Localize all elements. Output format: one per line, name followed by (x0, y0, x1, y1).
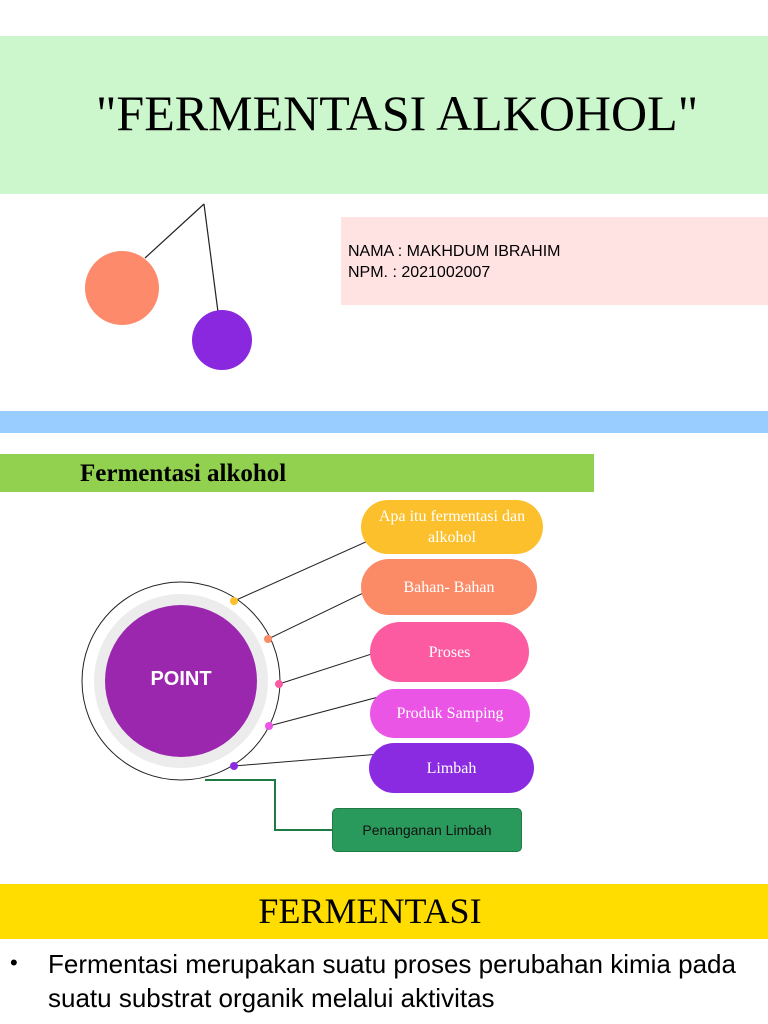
connector-4 (268, 694, 387, 727)
connector-sub (205, 779, 334, 831)
decorative-pendulum-graphic (85, 203, 252, 370)
topic-process: Proses (370, 622, 529, 682)
connector-5 (233, 752, 393, 767)
topic-what-is-fermentation: Apa itu fermentasi dan alkohol (361, 500, 543, 554)
student-npm: NPM. : 2021002007 (348, 264, 491, 281)
pendulum-string-left (144, 203, 205, 259)
mind-map-diagram (81, 531, 393, 831)
section-heading: Fermentasi alkohol (80, 460, 287, 487)
dot-3 (275, 680, 283, 688)
center-circle (105, 605, 257, 757)
bullet-icon: • (10, 950, 18, 975)
slide-divider-band (0, 411, 768, 433)
center-label: POINT (150, 668, 212, 690)
heading-band (0, 454, 594, 492)
pendulum-string-right (203, 203, 219, 313)
purple-circle (192, 310, 252, 370)
heading-band-yellow (0, 884, 768, 939)
fermentasi-heading: FERMENTASI (258, 891, 482, 931)
topic-ingredients: Bahan- Bahan (361, 559, 537, 615)
student-name: NAMA : MAKHDUM IBRAHIM (348, 243, 561, 260)
topic-waste-handling: Penanganan Limbah (332, 808, 522, 852)
connector-3 (278, 648, 388, 685)
topic-byproducts: Produk Samping (370, 689, 530, 738)
dot-5 (230, 762, 238, 770)
info-box (341, 217, 768, 305)
dot-4 (265, 722, 273, 730)
slide-title: "FERMENTASI ALKOHOL" (96, 85, 699, 141)
title-band (0, 36, 768, 194)
dot-2 (264, 635, 272, 643)
dot-1 (230, 597, 238, 605)
salmon-circle (85, 251, 159, 325)
topic-waste: Limbah (369, 743, 534, 793)
bullet-paragraph: Fermentasi merupakan suatu proses peruba… (48, 949, 736, 1013)
